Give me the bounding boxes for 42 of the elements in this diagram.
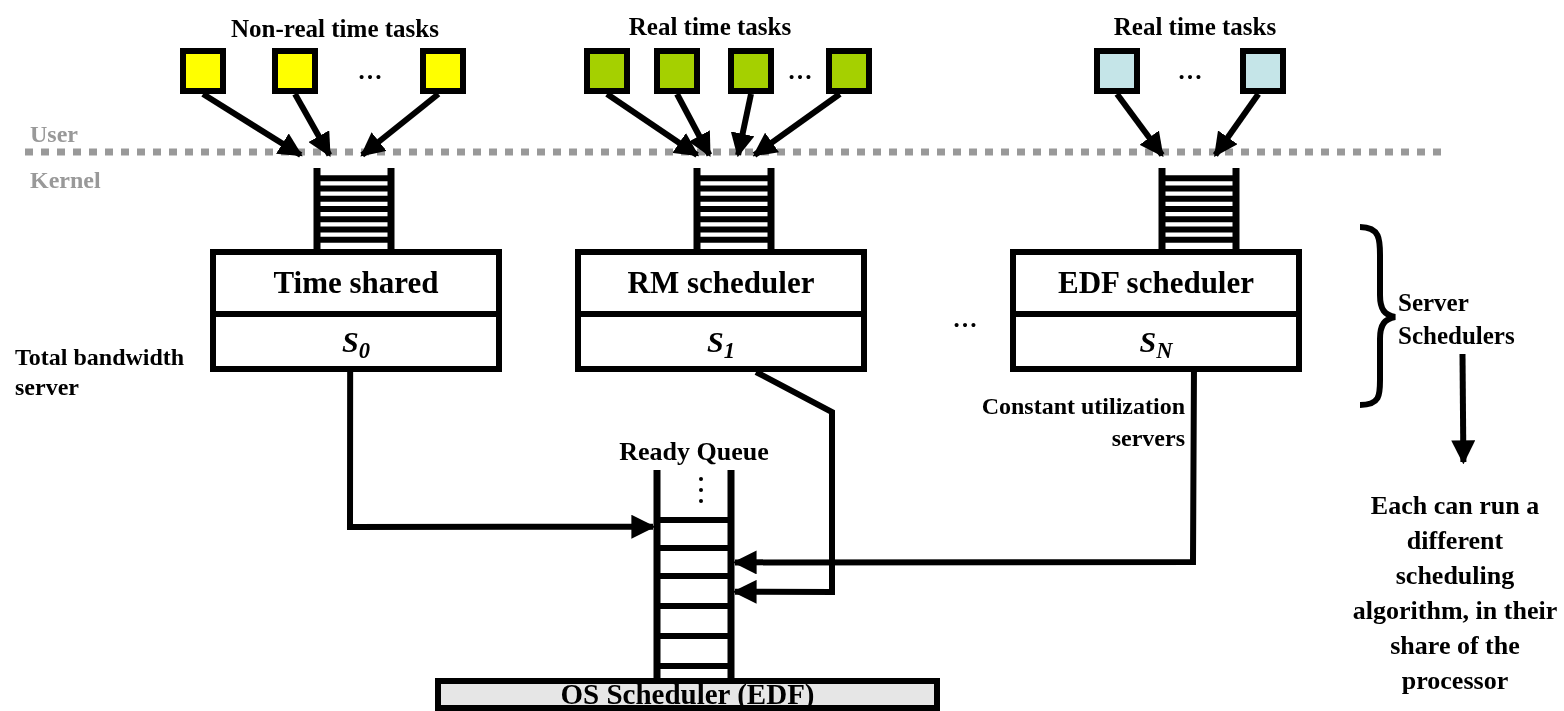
arrow: [1451, 353, 1476, 465]
text-label: Real time tasks: [627, 12, 793, 42]
text-label: Real time tasks: [1112, 12, 1278, 42]
scheduler-name: RM scheduler: [627, 263, 815, 302]
scheduler-box: [1010, 249, 1302, 372]
text-label: Non-real time tasks: [230, 14, 440, 44]
text-label: Kernel: [30, 166, 101, 195]
scheduler-name: OS Scheduler (EDF): [560, 680, 815, 709]
scheduler-box: [210, 249, 502, 372]
note-text: Each can run a different scheduling algorithm, in their share of the processor: [1351, 490, 1559, 697]
scheduler-name: Time shared: [273, 263, 439, 302]
arrow: [292, 92, 332, 158]
task-box: [180, 48, 226, 94]
text-label: User: [30, 120, 78, 149]
task-box: [826, 48, 872, 94]
scheduler-box: [435, 678, 940, 711]
task-box: [272, 48, 318, 94]
task-box: [728, 48, 774, 94]
scheduler-box: [575, 249, 867, 372]
text-label: Total bandwidth server: [15, 343, 186, 402]
server-name: S$_{0}$: [342, 324, 370, 364]
ellipsis: …: [356, 56, 384, 86]
arrow: [732, 372, 1197, 575]
task-box: [420, 48, 466, 94]
task-box: [654, 48, 700, 94]
server-name: S$_{1}$: [707, 324, 735, 364]
task-box: [1240, 48, 1286, 94]
text-label: Constant utilization servers: [980, 392, 1185, 453]
ellipsis: …: [786, 56, 814, 86]
server-name: S$_{N}$: [1139, 324, 1173, 364]
queue-label: Ready Queue: [618, 436, 770, 468]
scheduler-name: EDF scheduler: [1057, 263, 1254, 302]
arrow: [1114, 92, 1165, 157]
ellipsis: …: [1176, 56, 1204, 86]
task-box: [1094, 48, 1140, 94]
arrow: [674, 92, 713, 158]
side-label: Server Schedulers: [1398, 288, 1516, 351]
ellipsis: …: [951, 304, 979, 334]
arrow: [730, 93, 755, 158]
arrow: [347, 372, 656, 539]
arrow: [1212, 92, 1261, 157]
task-box: [584, 48, 630, 94]
